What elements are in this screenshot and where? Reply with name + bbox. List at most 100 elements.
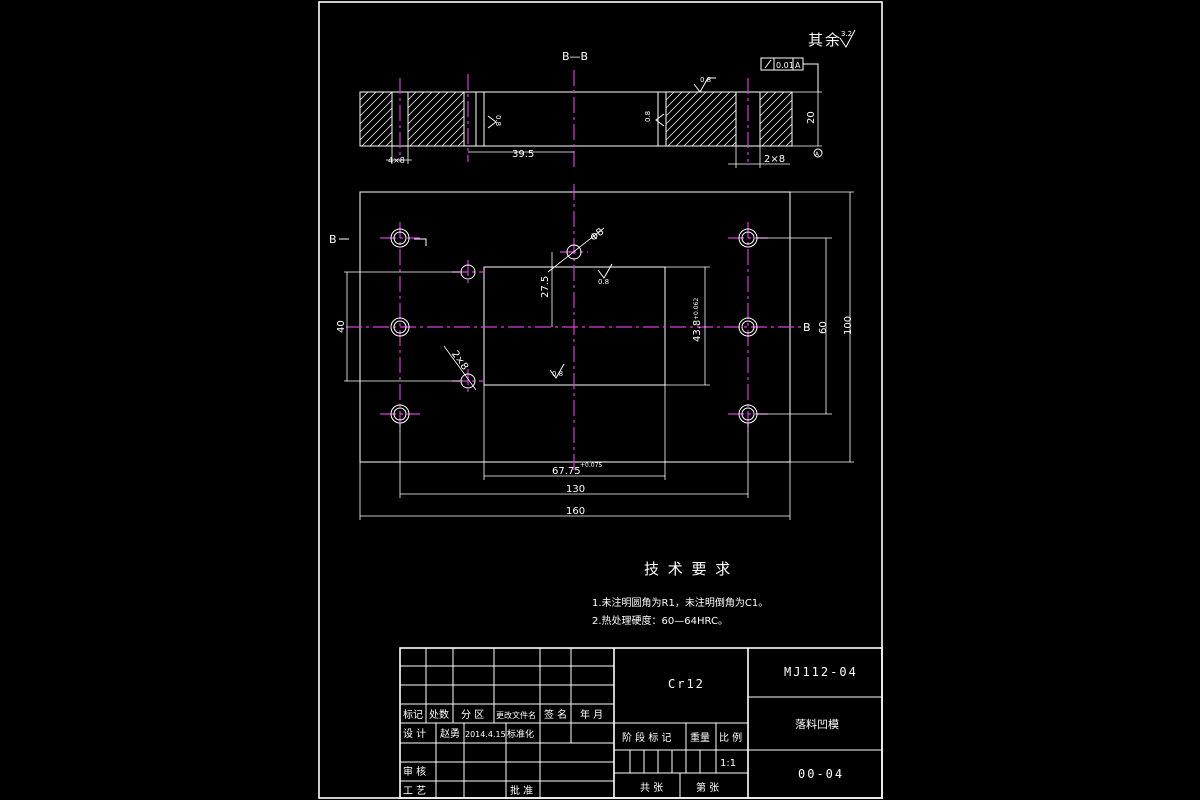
- tb-h-sign: 签 名: [544, 708, 567, 721]
- tb-review: 审 核: [403, 765, 426, 778]
- hatch-line: [683, 93, 737, 147]
- hatch-line: [665, 91, 699, 125]
- hatch-line: [731, 141, 737, 147]
- tb-design-date: 2014.4.15: [465, 730, 506, 739]
- tb-h-count: 处数: [429, 708, 449, 721]
- tech-title: 技 术 要 求: [644, 560, 732, 578]
- other-roughness-value: 3.2: [841, 30, 852, 38]
- hatch-line: [777, 131, 793, 147]
- hatch-line: [449, 131, 465, 147]
- hatch-line: [715, 125, 737, 147]
- section-label: B—B: [562, 50, 588, 63]
- hatch-line: [377, 131, 393, 147]
- dim-130: 130: [566, 484, 585, 495]
- hatch-line: [407, 91, 425, 109]
- tb-stage: 阶 段 标 记: [622, 731, 672, 744]
- hatch-line: [407, 91, 449, 133]
- hatch-line: [359, 107, 393, 141]
- hatch-line: [759, 91, 793, 125]
- dim-40: 40: [336, 320, 347, 333]
- dim-67-75-tol: +0.075: [580, 462, 602, 469]
- tb-process: 工 艺: [403, 785, 426, 797]
- hatch-line: [691, 101, 737, 147]
- hatch-line: [723, 133, 737, 147]
- hatch-line: [385, 139, 393, 147]
- hatch-line: [759, 91, 785, 117]
- dim-4x8: 4×8: [388, 156, 405, 165]
- hatch-line: [759, 91, 777, 109]
- dim-2x8-diag: 2×8: [449, 349, 470, 373]
- tb-design: 设 计: [403, 727, 426, 740]
- hatch-line: [407, 91, 433, 117]
- hatch-line: [425, 107, 465, 147]
- tb-part-name: 落料凹模: [795, 717, 839, 731]
- tb-h-date: 年 月: [580, 708, 603, 721]
- hatch-line: [359, 91, 369, 101]
- tb-drawing-no: MJ112-04: [784, 665, 858, 679]
- tech-line-1: 1.未注明圆角为R1，未注明倒角为C1。: [592, 596, 768, 609]
- hatch-line: [759, 107, 793, 141]
- tb-ratio: 比 例: [719, 731, 742, 744]
- dim-67-75: 67.75: [552, 466, 581, 477]
- dim-thickness: 20: [806, 111, 817, 124]
- hatch-line: [407, 91, 457, 141]
- section-mark-right: B: [803, 321, 811, 334]
- dim-43-8-tol: +0.062: [693, 298, 700, 320]
- dim-160: 160: [566, 506, 585, 517]
- hatch-line: [665, 91, 683, 109]
- hatch-line: [417, 99, 465, 147]
- tb-material: Cr12: [668, 677, 705, 691]
- tb-weight: 重量: [690, 731, 710, 744]
- flatness-value: 0.01: [776, 61, 794, 70]
- roughness-hole-left: 0.8: [494, 115, 502, 126]
- tb-sheet: 第 张: [696, 781, 719, 794]
- dim-100: 100: [843, 316, 854, 335]
- hatch-line: [407, 91, 417, 101]
- section-mark-left: B: [329, 233, 337, 246]
- svg-text:A: A: [815, 151, 820, 158]
- hatch-line: [759, 91, 769, 101]
- hatch-line: [759, 99, 793, 133]
- other-roughness-label: 其余: [808, 31, 842, 49]
- tb-approve: 批 准: [510, 784, 533, 797]
- roughness-top: 0.8: [700, 76, 711, 84]
- tb-total: 共 张: [640, 782, 663, 794]
- section-hatch: [359, 91, 793, 147]
- hatch-line: [667, 91, 723, 147]
- hatch-line: [359, 91, 393, 125]
- tb-scale: 1:1: [720, 758, 736, 769]
- hatch-line: [675, 91, 731, 147]
- hatch-line: [707, 117, 737, 147]
- tb-h-mark: 标记: [403, 709, 423, 721]
- hatch-line: [665, 91, 715, 141]
- dim-phi8: Φ8: [588, 226, 606, 244]
- hatch-line: [441, 123, 465, 147]
- tb-designer: 赵勇: [440, 727, 460, 740]
- hatch-line: [359, 91, 377, 109]
- roughness-symbol-other: [839, 29, 856, 48]
- tb-standardize: 标准化: [507, 728, 534, 740]
- hatch-line: [359, 91, 385, 117]
- dim-60: 60: [818, 321, 829, 334]
- roughness-cavity: 0.8: [598, 278, 609, 286]
- hatch-line: [665, 91, 675, 101]
- plan-view: B B Φ8 27.5 0.8 0.8 40 2×8 43.8 +0.062: [329, 184, 854, 520]
- hatch-line: [785, 139, 793, 147]
- section-view: B—B 其余 3.2 0.01 A 0.8: [359, 29, 856, 168]
- dim-43-8: 43.8: [692, 320, 703, 342]
- hatch-line: [409, 91, 465, 147]
- tb-h-docno: 更改文件名: [496, 710, 536, 720]
- dim-2x8: 2×8: [764, 154, 785, 165]
- hatch-line: [407, 91, 441, 125]
- pin-holes: [460, 244, 582, 389]
- hatch-line: [433, 115, 465, 147]
- tech-requirements: 技 术 要 求 1.未注明圆角为R1，未注明倒角为C1。 2.热处理硬度：60—…: [592, 560, 768, 627]
- datum-symbol: [813, 148, 823, 158]
- tech-line-2: 2.热处理硬度：60—64HRC。: [592, 614, 728, 627]
- hatch-line: [665, 91, 691, 117]
- title-block: 标记 处数 分 区 更改文件名 签 名 年 月 设 计 赵勇 2014.4.15…: [399, 647, 883, 799]
- hatch-line: [361, 115, 393, 147]
- tb-h-zone: 分 区: [461, 709, 484, 721]
- tb-code: 00-04: [798, 767, 844, 781]
